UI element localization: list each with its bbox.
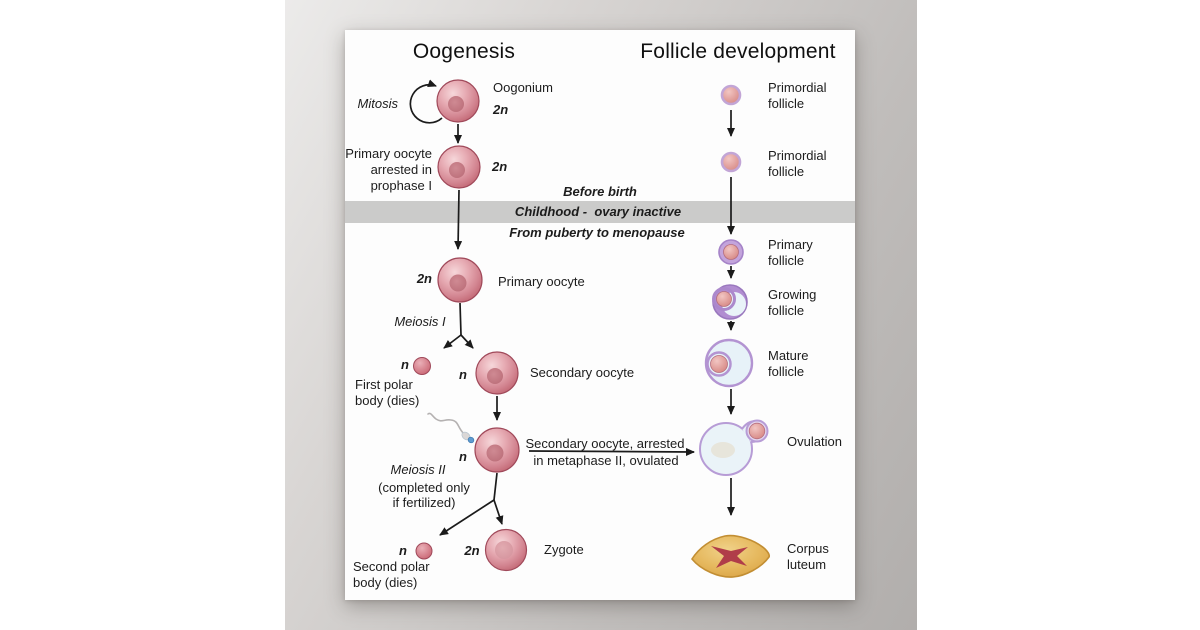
corpus-luteum-label: Corpus luteum [787, 541, 829, 572]
secondary-oocyte-label: Secondary oocyte [530, 365, 635, 380]
sperm-icon [427, 412, 475, 444]
meiosis2-fork-arrows [439, 472, 504, 536]
fertilized-oocyte-ploidy: n [459, 449, 467, 464]
ovulation-label: Ovulation [787, 434, 842, 449]
right-column-title: Follicle development [640, 40, 836, 63]
mitosis-label: Mitosis [357, 96, 398, 111]
zygote-label: Zygote [544, 542, 584, 557]
second-polar-body-ploidy: n [399, 543, 407, 558]
primary-follicle [718, 239, 744, 265]
mature-follicle-label: Mature follicle [768, 348, 809, 379]
secondary-oocyte-ploidy: n [459, 367, 467, 382]
growing-follicle-label: Growing follicle [768, 287, 817, 318]
oogonium-cell [436, 79, 480, 123]
mitosis-loop-arrow [409, 79, 443, 124]
primary-oocyte-cell [437, 257, 483, 303]
primary-oocyte-arrested-cell [437, 145, 481, 189]
timeline-before-birth: Before birth [563, 184, 637, 199]
arrow-ovulated-oocyte [528, 447, 695, 456]
primary-oocyte-arrested-label: Primary oocyte arrested in prophase I [345, 146, 432, 193]
corpus-luteum [691, 534, 771, 578]
first-polar-body-cell [413, 357, 431, 375]
timeline-childhood: Childhood - ovary inactive [514, 204, 682, 219]
oogenesis-poster: Oogenesis Follicle development Before bi… [345, 30, 855, 600]
timeline-puberty: From puberty to menopause [509, 225, 685, 240]
fertilized-oocyte-cell [474, 427, 520, 473]
meiosis2-note: (completed only if fertilized) [378, 480, 470, 510]
zygote-ploidy: 2n [464, 543, 480, 558]
mature-follicle [704, 338, 754, 388]
primordial-follicle-1 [720, 84, 742, 106]
growing-follicle [712, 284, 748, 320]
ovulated-note-line1: Secondary oocyte, arrested [525, 436, 685, 451]
meiosis1-fork-arrows [443, 302, 474, 349]
oogonium-ploidy: 2n [493, 102, 509, 117]
primary-oocyte-label: Primary oocyte [498, 274, 585, 289]
timeline-band [345, 201, 855, 223]
primary-oocyte-ploidy: 2n [416, 271, 432, 286]
primary-oocyte-arrested-ploidy: 2n [492, 159, 508, 174]
second-polar-body-cell [415, 542, 433, 560]
primordial-follicle-2-label: Primordial follicle [768, 148, 827, 179]
arrow-through-band-left [454, 189, 463, 250]
meiosis1-label: Meiosis I [394, 314, 446, 329]
primary-follicle-label: Primary follicle [768, 237, 813, 268]
diagram-artwork [409, 79, 771, 578]
meiosis2-label: Meiosis II [390, 462, 446, 477]
first-polar-body-label: First polar body (dies) [355, 377, 420, 408]
primordial-follicle-1-label: Primordial follicle [768, 80, 827, 111]
oogonium-label: Oogonium [493, 80, 553, 95]
left-column-title: Oogenesis [412, 40, 516, 63]
first-polar-body-ploidy: n [401, 357, 409, 372]
zygote-cell [484, 528, 528, 572]
primordial-follicle-2 [720, 151, 742, 173]
corpus-luteum-star [711, 546, 748, 568]
secondary-oocyte-cell [475, 351, 519, 395]
second-polar-body-label: Second polar body (dies) [353, 559, 430, 590]
ovulation-follicle [699, 419, 769, 476]
ovulated-note-line2: in metaphase II, ovulated [533, 453, 679, 468]
